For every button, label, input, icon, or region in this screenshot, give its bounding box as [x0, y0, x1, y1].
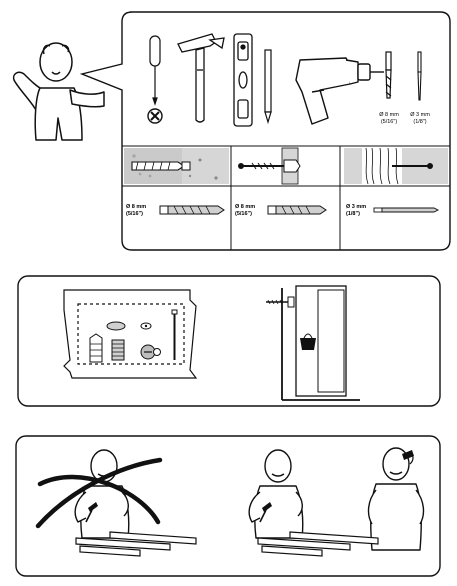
concrete-bit-size: Ø 8 mm — [126, 204, 146, 210]
hammer-small-icon-2 — [259, 502, 272, 523]
screwdriver-icon — [149, 35, 161, 106]
two-person-assembly-panel — [15, 435, 441, 577]
concrete-bit-inch: (5/16") — [126, 211, 143, 217]
cam-disc-icon — [140, 322, 152, 330]
spirit-level-icon — [233, 33, 253, 127]
plasterboard-bit-inch: (5/16") — [235, 211, 252, 217]
instruction-person-icon — [12, 42, 105, 141]
phone-icon — [402, 450, 414, 465]
pencil-icon — [264, 49, 272, 125]
no-phillips-icon — [147, 108, 163, 124]
plasterboard-drill-bit-icon — [267, 205, 327, 215]
plasterboard-wall-plug-icon — [238, 147, 301, 185]
alone-person-crossed-icon — [35, 449, 197, 557]
bolt-icon — [171, 309, 178, 360]
wood-screw-icon — [344, 147, 448, 185]
power-drill-icon — [295, 57, 384, 125]
drill-bit-8mm-icon — [385, 51, 392, 99]
concrete-drill-bit-icon — [159, 205, 225, 215]
concrete-wall-plug-icon — [124, 148, 229, 184]
fastener-bag-icon — [63, 289, 198, 379]
drill-bit-8mm-size: Ø 8 mm — [379, 112, 399, 118]
hammer-small-icon — [85, 502, 98, 523]
two-person-assembly-icon — [248, 447, 425, 557]
hammer-icon — [177, 33, 225, 123]
wood-bit-inch: (1/8") — [346, 211, 360, 217]
cam-lock-icon — [140, 344, 161, 360]
drill-bit-3mm-size: Ø 3 mm — [410, 112, 430, 118]
dowel-icon — [111, 339, 125, 361]
tools-instruction-panel: Ø 8 mm (5/16") Ø 3 mm (1/8") — [12, 11, 451, 251]
drill-bit-8mm-inch: (5/16") — [381, 119, 397, 125]
wood-drill-bit-icon — [373, 207, 440, 213]
cap-icon — [106, 321, 126, 331]
drill-bit-3mm-inch: (1/8") — [413, 119, 426, 125]
plasterboard-bit-size: Ø 8 mm — [235, 204, 255, 210]
wall-type-grid: Ø 8 mm (5/16") Ø 8 mm (5/16") Ø 3 mm (1/… — [122, 145, 450, 250]
wall-plug-icon — [89, 333, 103, 363]
cabinet-wall-mount-icon — [266, 285, 360, 401]
drill-bit-3mm-icon — [417, 51, 422, 101]
wall-fixing-panel — [17, 275, 441, 407]
wood-bit-size: Ø 3 mm — [346, 204, 366, 210]
